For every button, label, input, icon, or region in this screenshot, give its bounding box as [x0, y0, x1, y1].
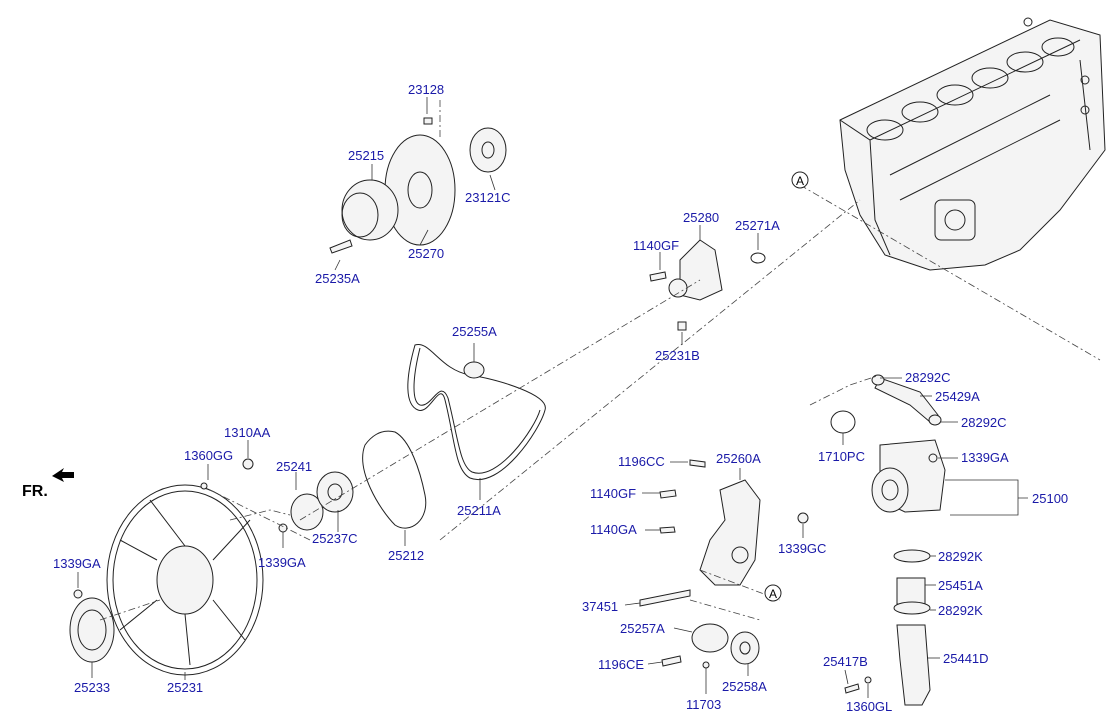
- part-label-28292K-upper[interactable]: 28292K: [938, 549, 983, 564]
- engine-block: [839, 17, 1106, 271]
- part-label-23128[interactable]: 23128: [408, 82, 444, 97]
- part-label-1140GF-bracket[interactable]: 1140GF: [590, 486, 636, 501]
- part-label-25280[interactable]: 25280: [683, 210, 719, 225]
- part-label-25257A[interactable]: 25257A: [620, 621, 665, 636]
- part-label-25233[interactable]: 25233: [74, 680, 110, 695]
- part-label-25211A[interactable]: 25211A: [457, 503, 501, 518]
- part-label-25451A[interactable]: 25451A: [938, 578, 983, 593]
- tensioner-bracket: [639, 459, 809, 669]
- part-label-1140GA[interactable]: 1140GA: [590, 522, 637, 537]
- part-label-25231B[interactable]: 25231B: [655, 348, 700, 363]
- part-label-25255A[interactable]: 25255A: [452, 324, 497, 339]
- part-label-23121C[interactable]: 23121C: [465, 190, 511, 205]
- damper-pulley: [329, 117, 507, 254]
- ref-marker-bottom: A: [764, 584, 782, 602]
- part-label-1710PC[interactable]: 1710PC: [818, 449, 865, 464]
- svg-text:A: A: [796, 174, 804, 188]
- belts: [362, 344, 546, 529]
- part-label-25429A[interactable]: 25429A: [935, 389, 980, 404]
- part-label-25237C[interactable]: 25237C: [312, 531, 358, 546]
- part-label-25215[interactable]: 25215: [348, 148, 384, 163]
- part-label-1310AA[interactable]: 1310AA: [224, 425, 271, 440]
- part-label-25260A[interactable]: 25260A: [716, 451, 761, 466]
- water-pump: [830, 374, 946, 706]
- leader-lines: [77, 97, 1028, 698]
- part-label-25231[interactable]: 25231: [167, 680, 203, 695]
- part-label-1339GA-mid[interactable]: 1339GA: [258, 555, 306, 570]
- part-label-28292C-lower[interactable]: 28292C: [961, 415, 1007, 430]
- ref-marker-top: A: [791, 171, 809, 189]
- part-label-1140GF[interactable]: 1140GF: [633, 238, 679, 253]
- pump-housing: [649, 239, 766, 331]
- part-label-1339GA-left[interactable]: 1339GA: [53, 556, 101, 571]
- svg-text:A: A: [769, 587, 777, 601]
- part-label-28292C-upper[interactable]: 28292C: [905, 370, 951, 385]
- part-label-25212[interactable]: 25212: [388, 548, 424, 563]
- part-label-1360GL[interactable]: 1360GL: [846, 699, 892, 714]
- part-label-25258A[interactable]: 25258A: [722, 679, 767, 694]
- part-label-1339GA-right[interactable]: 1339GA: [961, 450, 1009, 465]
- part-label-1196CE[interactable]: 1196CE: [598, 657, 644, 672]
- part-label-25235A[interactable]: 25235A: [315, 271, 360, 286]
- part-label-1196CC[interactable]: 1196CC: [618, 454, 665, 469]
- part-label-25270[interactable]: 25270: [408, 246, 444, 261]
- cooling-fan: [69, 458, 354, 676]
- part-label-25100[interactable]: 25100: [1032, 491, 1068, 506]
- svg-text:FR.: FR.: [22, 483, 48, 500]
- part-label-1360GG[interactable]: 1360GG: [184, 448, 233, 463]
- part-labels: 23128 25215 23121C 25270 25235A 25280 11…: [53, 82, 1068, 714]
- part-label-37451[interactable]: 37451: [582, 599, 618, 614]
- part-label-11703[interactable]: 11703: [686, 697, 721, 712]
- part-label-25441D[interactable]: 25441D: [943, 651, 989, 666]
- part-label-28292K-lower[interactable]: 28292K: [938, 603, 983, 618]
- part-label-25417B[interactable]: 25417B: [823, 654, 868, 669]
- part-label-1339GC[interactable]: 1339GC: [778, 541, 826, 556]
- front-arrow-icon: [52, 468, 74, 482]
- front-direction-indicator: FR.: [22, 468, 74, 500]
- part-label-25271A[interactable]: 25271A: [735, 218, 780, 233]
- part-label-25241[interactable]: 25241: [276, 459, 312, 474]
